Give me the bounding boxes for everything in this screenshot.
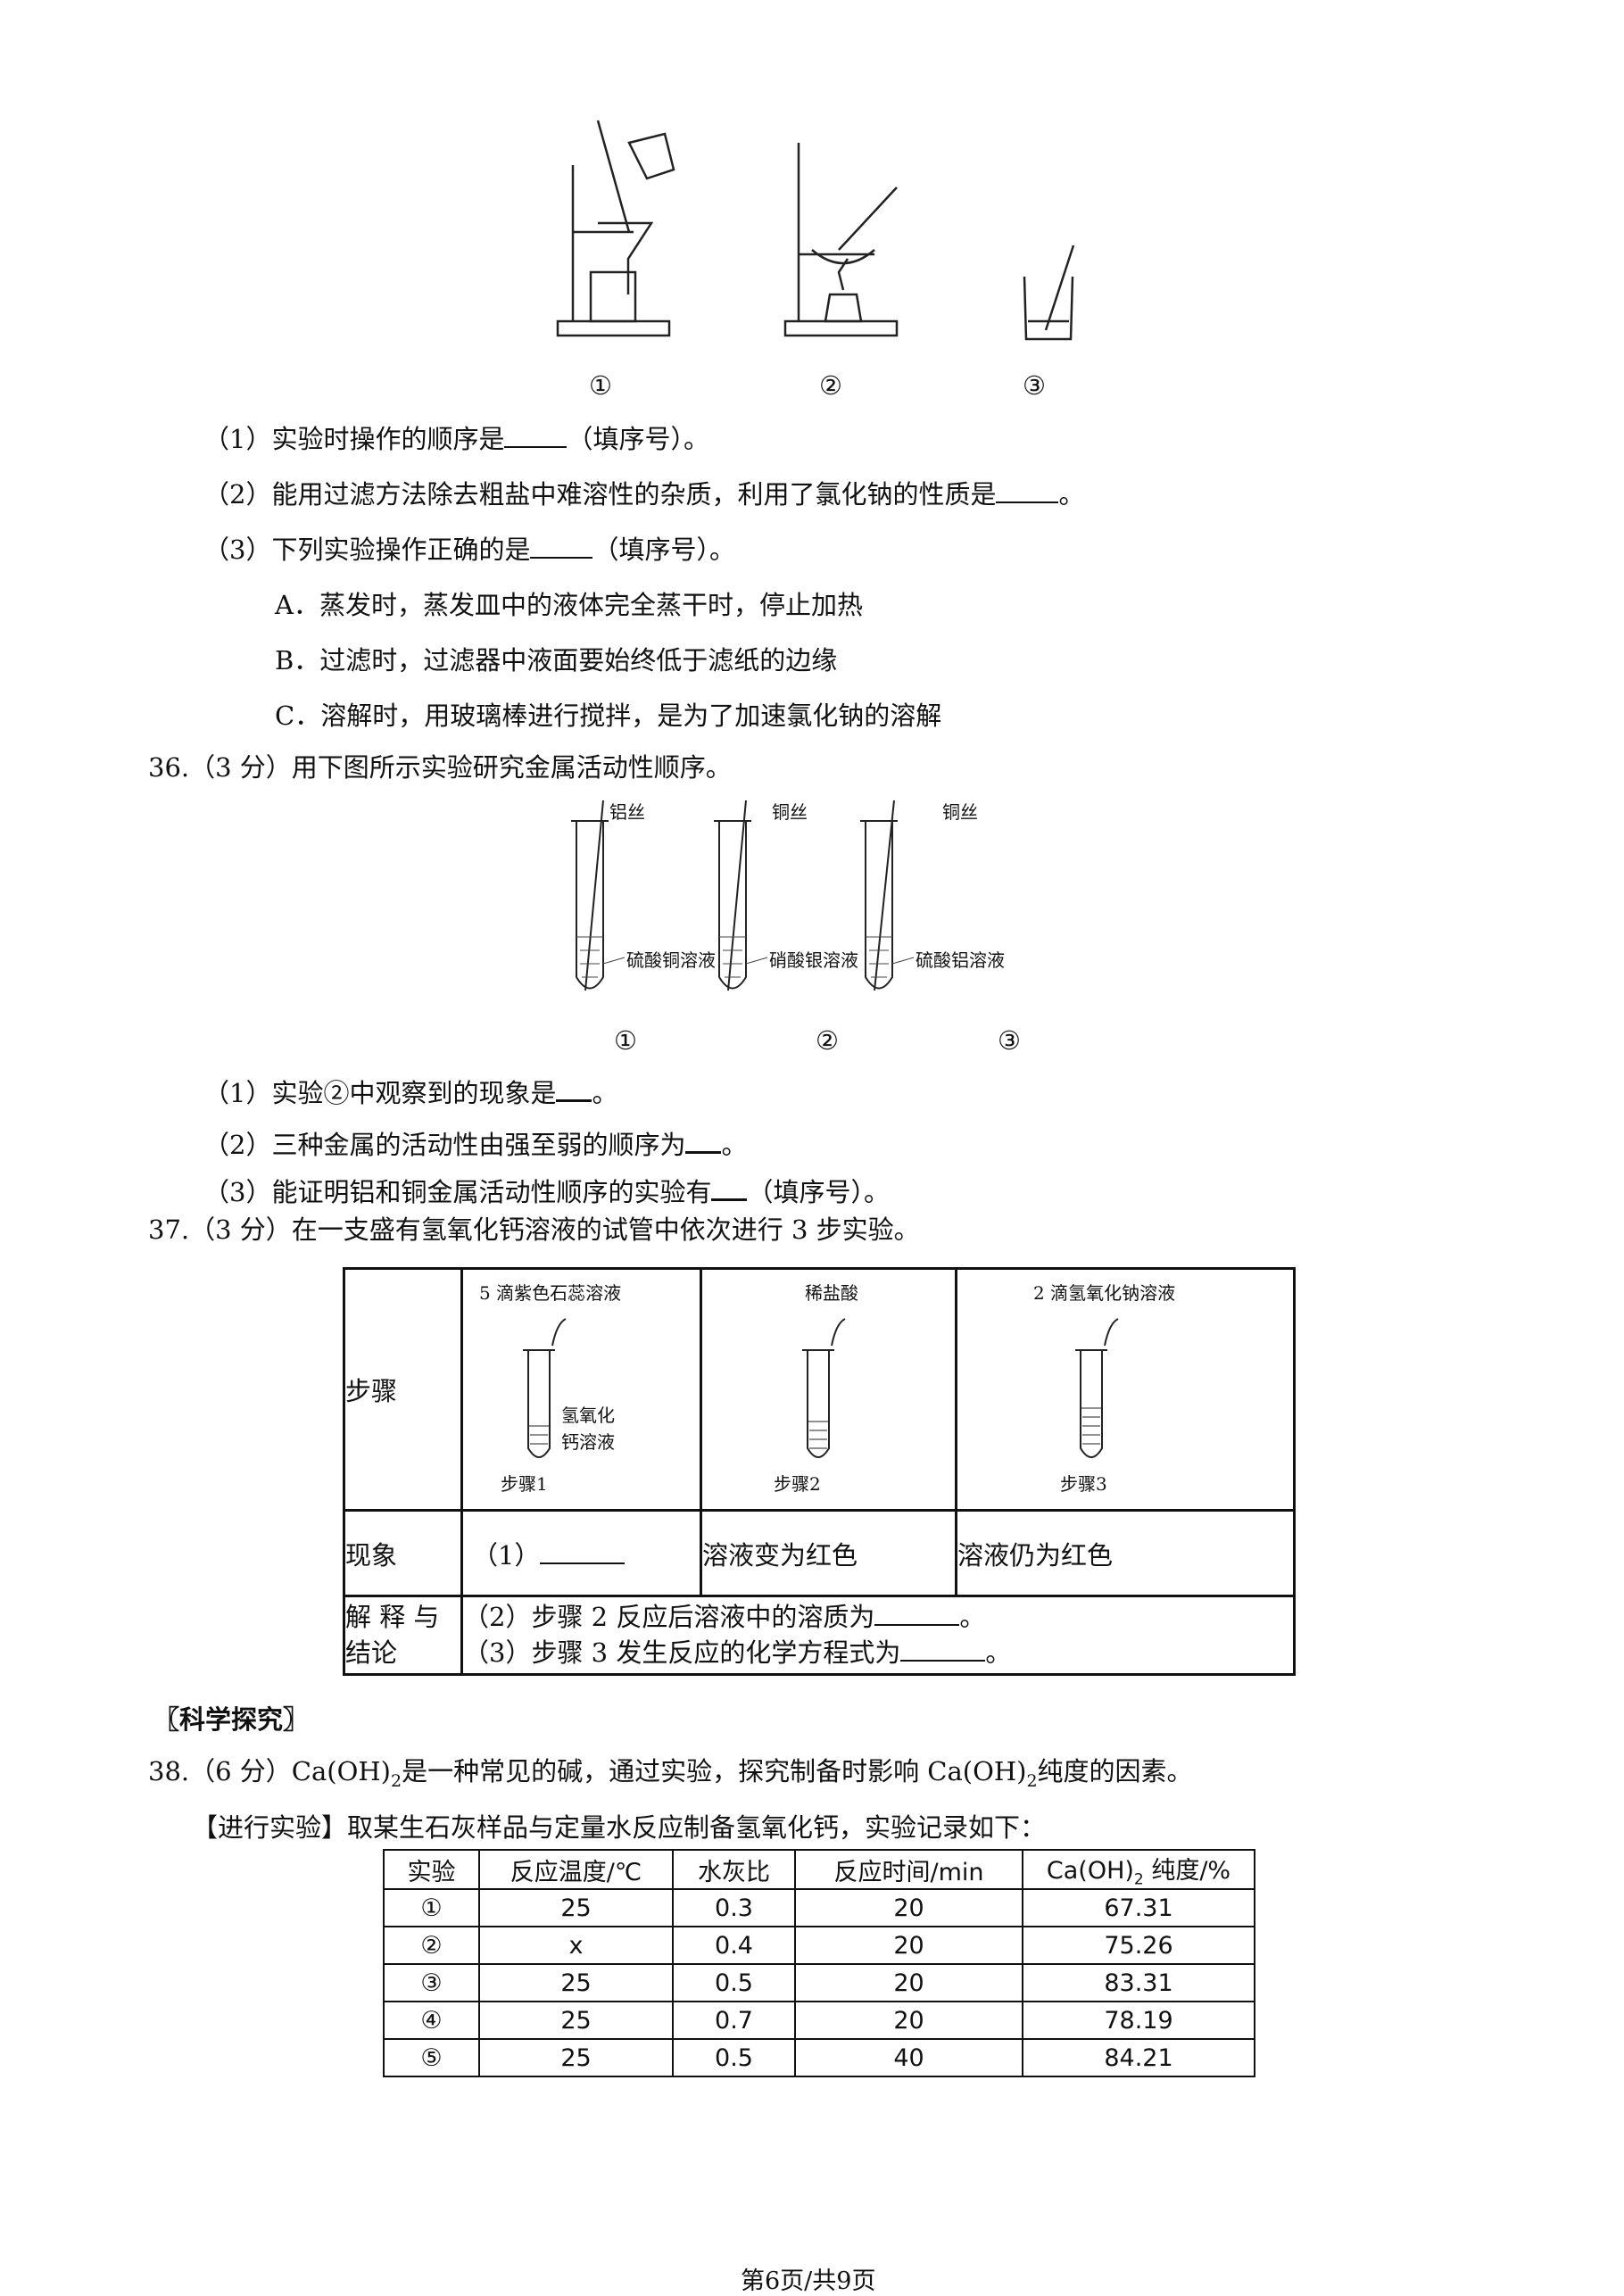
step1-note: 钙溶液 [561,1431,615,1453]
step1-cell: 5 滴紫色石蕊溶液 氢氧化 钙溶液 步骤1 [460,1267,702,1512]
table-cell: 0.4 [672,1926,796,1966]
step1-note: 氢氧化 [561,1405,615,1426]
figure-label-1: ① [589,370,612,401]
step2-label: 步骤2 [774,1473,821,1495]
row-header-steps: 步骤 [343,1267,463,1512]
step3-label: 步骤3 [1060,1473,1107,1495]
q36-stem: 36.（3 分）用下图所示实验研究金属活动性顺序。 [148,752,732,783]
conclusion-cell: （2）步骤 2 反应后溶液中的溶质为。 （3）步骤 3 发生反应的化学方程式为。 [460,1595,1296,1676]
table-cell: 75.26 [1022,1926,1255,1966]
step2-cell: 稀盐酸 步骤2 [700,1267,957,1512]
q35-sub3: （3）下列实验操作正确的是（填序号）。 [203,535,735,565]
q35-option-b: B．过滤时，过滤器中液面要始终低于滤纸的边缘 [275,645,838,676]
step3-cell: 2 滴氢氧化钠溶液 步骤3 [955,1267,1296,1512]
table-cell: 20 [794,2001,1023,2041]
table-cell: ③ [383,1963,480,2003]
table-cell: 84.21 [1022,2038,1255,2078]
step1-label: 步骤1 [501,1473,548,1495]
q36-sub3: （3）能证明铝和铜金属活动性顺序的实验有（填序号）。 [203,1177,890,1207]
table-header-row: 实验 反应温度/℃ 水灰比 反应时间/min Ca(OH)2 纯度/% [383,1848,1255,1891]
phenomenon-3: 溶液仍为红色 [955,1509,1296,1597]
table-cell: 20 [794,1926,1023,1966]
q36-sub2: （2）三种金属的活动性由强至弱的顺序为。 [203,1130,748,1160]
table-cell: ① [383,1888,480,1928]
apparatus-figure [556,120,1075,341]
q38-stem: 38.（6 分）Ca(OH)2是一种常见的碱，通过实验，探究制备时影响 Ca(O… [148,1756,1193,1791]
step3-reagent: 2 滴氢氧化钠溶液 [1033,1282,1176,1304]
table-cell: 20 [794,1888,1023,1928]
tube2-wire-label: 铜丝 [772,801,808,823]
table-cell: ⑤ [383,2038,480,2078]
step1-reagent: 5 滴紫色石蕊溶液 [479,1282,622,1304]
table-cell: x [478,1926,674,1966]
page-footer: 第6页/共9页 [741,2267,876,2295]
col-header: Ca(OH)2 纯度/% [1022,1848,1255,1891]
q35-sub1: （1）实验时操作的顺序是（填序号）。 [203,424,709,454]
q37-sub3: （3）步骤 3 发生反应的化学方程式为。 [463,1637,1012,1668]
tube3-label: ③ [998,1025,1021,1056]
table-cell: ② [383,1926,480,1966]
col-header: 水灰比 [672,1848,796,1891]
table-cell: 0.7 [672,2001,796,2041]
q38-intro: 【进行实验】取某生石灰样品与定量水反应制备氢氧化钙，实验记录如下： [192,1812,1047,1843]
table-cell: 25 [478,2038,674,2078]
phenomenon-1: （1） [460,1509,702,1597]
section-title: 〖科学探究〗 [153,1704,310,1735]
tube1-wire-label: 铝丝 [609,801,645,823]
table-cell: ④ [383,2001,480,2041]
step2-reagent: 稀盐酸 [805,1282,858,1304]
table-cell: 40 [794,2038,1023,2078]
tube1-solution-label: 硫酸铜溶液 [626,949,716,971]
q35-sub2: （2）能用过滤方法除去粗盐中难溶性的杂质，利用了氯化钠的性质是。 [203,479,1085,510]
table-cell: 25 [478,1963,674,2003]
table-cell: 78.19 [1022,2001,1255,2041]
test-tubes-figure [571,800,915,991]
table-cell: 0.5 [672,2038,796,2078]
tube2-solution-label: 硝酸银溶液 [769,949,858,971]
col-header: 实验 [383,1848,480,1891]
tube3-wire-label: 铜丝 [942,801,978,823]
table-cell: 25 [478,2001,674,2041]
table-cell: 67.31 [1022,1888,1255,1928]
col-header: 反应温度/℃ [478,1848,674,1891]
step3-tube [1075,1318,1119,1458]
q35-option-c: C．溶解时，用玻璃棒进行搅拌，是为了加速氯化钠的溶解 [275,700,942,731]
table-cell: 20 [794,1963,1023,2003]
q37-stem: 37.（3 分）在一支盛有氢氧化钙溶液的试管中依次进行 3 步实验。 [148,1214,920,1245]
tube2-label: ② [816,1025,839,1056]
table-cell: 83.31 [1022,1963,1255,2003]
col-header: 反应时间/min [794,1848,1023,1891]
table-cell: 0.5 [672,1963,796,2003]
tube3-solution-label: 硫酸铝溶液 [916,949,1005,971]
phenomenon-2: 溶液变为红色 [700,1509,957,1597]
row-header-phenomenon: 现象 [343,1509,463,1597]
q36-sub1: （1）实验②中观察到的现象是。 [203,1078,618,1108]
tube1-label: ① [614,1025,637,1056]
step1-tube [523,1318,567,1458]
figure-label-2: ② [819,370,842,401]
table-cell: 25 [478,1888,674,1928]
row-header-conclusion: 解 释 与结论 [343,1595,463,1676]
q35-option-a: A．蒸发时，蒸发皿中的液体完全蒸干时，停止加热 [275,590,863,620]
table-cell: 0.3 [672,1888,796,1928]
q37-table: 步骤 5 滴紫色石蕊溶液 氢氧化 钙溶液 步骤1 稀盐酸 步骤2 2 滴氢氧化钠… [343,1267,1296,1676]
figure-label-3: ③ [1023,370,1046,401]
step2-tube [802,1318,846,1458]
q37-sub2: （2）步骤 2 反应后溶液中的溶质为。 [463,1602,986,1633]
